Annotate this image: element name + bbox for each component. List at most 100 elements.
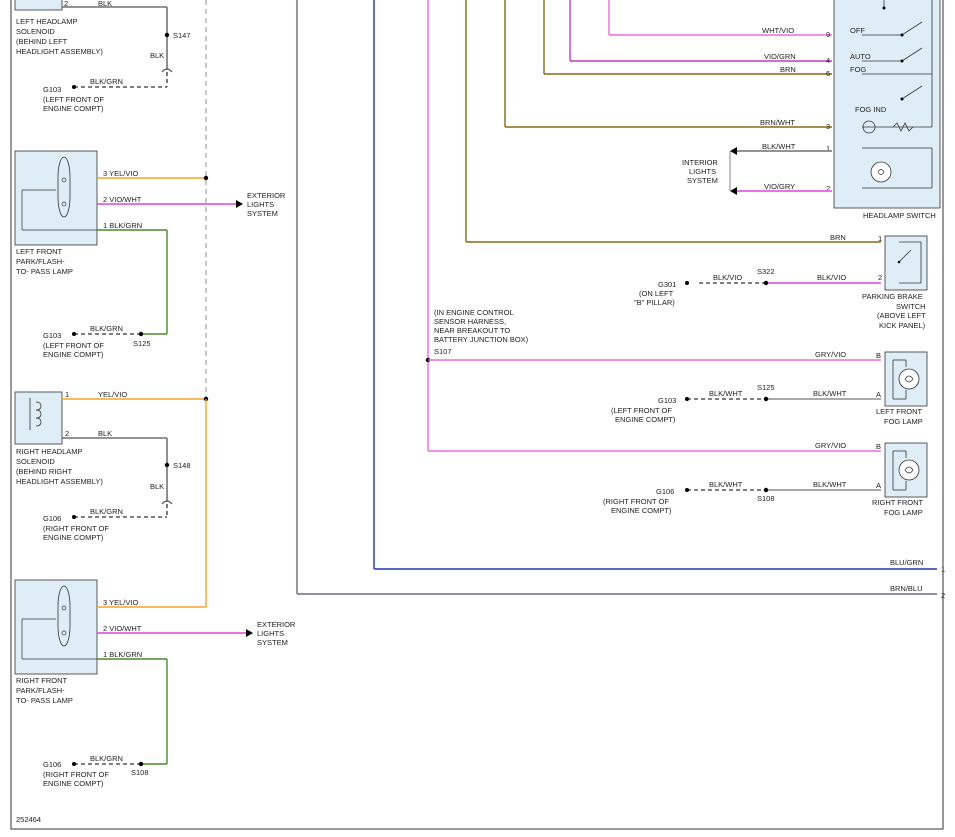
rfp-ext-2: LIGHTS	[257, 629, 284, 638]
pb-wire-left: BLK/VIO	[713, 273, 742, 282]
rhs-ground-loc-2: ENGINE COMPT)	[43, 533, 104, 542]
lff-name-2: FOG LAMP	[884, 417, 923, 426]
rff-ground-wire: BLK/WHT	[709, 480, 743, 489]
lff-ground-wire: BLK/WHT	[709, 389, 743, 398]
hs-name: HEADLAMP SWITCH	[863, 211, 936, 220]
lfp-pin1: 1 BLK/GRN	[103, 221, 142, 230]
bottom-pin-2: 2	[941, 591, 945, 600]
bottom-pin-1: 1	[941, 565, 945, 574]
lfp-pin2: 2 VIO/WHT	[103, 195, 142, 204]
s107-note-3: NEAR BREAKOUT TO	[434, 326, 510, 335]
hs-pin-4: 4	[826, 56, 830, 65]
hs-label-fog: FOG	[850, 65, 866, 74]
hs-wire-wht-vio: WHT/VIO	[762, 26, 794, 35]
interior-lights-1: INTERIOR	[682, 158, 718, 167]
rfp-pin2: 2 VIO/WHT	[103, 624, 142, 633]
lhs-name-1: LEFT HEADLAMP	[16, 17, 78, 26]
s107-note-2: SENSOR HARNESS,	[434, 317, 506, 326]
lfp-name-2: PARK/FLASH-	[16, 257, 65, 266]
rfp-ground-loc-1: (RIGHT FRONT OF	[43, 770, 109, 779]
lff-ground-loc-2: ENGINE COMPT)	[615, 415, 676, 424]
pb-ground-loc-2: "B" PILLAR)	[634, 298, 675, 307]
rff-wire: GRY/VIO	[815, 441, 846, 450]
lhs-pin2: 2	[64, 0, 68, 8]
hs-pin-6: 6	[826, 69, 830, 78]
rhs-name-2: SOLENOID	[16, 457, 55, 466]
rff-name-2: FOG LAMP	[884, 508, 923, 517]
hs-label-off: OFF	[850, 26, 865, 35]
rfp-name-2: PARK/FLASH-	[16, 686, 65, 695]
lfp-splice: S125	[133, 339, 151, 348]
interior-lights-2: LIGHTS	[689, 167, 716, 176]
bottom-wire-1: BLU/GRN	[890, 558, 923, 567]
hs-wire-vio-grn: VIO/GRN	[764, 52, 796, 61]
lfp-ext-1: EXTERIOR	[247, 191, 286, 200]
rhs-wire1: YEL/VIO	[98, 390, 127, 399]
rfp-ground-wire: BLK/GRN	[90, 754, 123, 763]
lff-pinB: B	[876, 351, 881, 360]
lhs-ground-loc-2: ENGINE COMPT)	[43, 104, 104, 113]
bottom-wire-2: BRN/BLU	[890, 584, 923, 593]
lff-ground-loc-1: (LEFT FRONT OF	[611, 406, 672, 415]
lhs-ground-loc-1: (LEFT FRONT OF	[43, 95, 104, 104]
pb-ground: G301	[658, 280, 676, 289]
rhs-splice-wire: BLK	[150, 482, 164, 491]
rfp-name-3: TO- PASS LAMP	[16, 696, 73, 705]
lfp-pin3: 3 YEL/VIO	[103, 169, 138, 178]
rff-ground-loc-2: ENGINE COMPT)	[611, 506, 672, 515]
rhs-name-3: (BEHIND RIGHT	[16, 467, 73, 476]
right-front-fog-lamp: GRY/VIO B A BLK/WHT BLK/WHT S108 G106 (R…	[603, 441, 928, 517]
rfp-splice: S108	[131, 768, 149, 777]
rff-splice: S108	[757, 494, 775, 503]
lfp-ground: G103	[43, 331, 61, 340]
lhs-splice-wire: BLK	[150, 51, 164, 60]
lff-ground: G103	[658, 396, 676, 405]
lfp-name-3: TO- PASS LAMP	[16, 267, 73, 276]
right-headlamp-solenoid: 1 YEL/VIO 2 BLK RIGHT HEADLAMP SOLENOID …	[14, 390, 209, 542]
rhs-name-1: RIGHT HEADLAMP	[16, 447, 83, 456]
s107-note-1: (IN ENGINE CONTROL	[434, 308, 514, 317]
rfp-ground: G106	[43, 760, 61, 769]
rfp-pin3: 3 YEL/VIO	[103, 598, 138, 607]
lhs-wire: BLK	[98, 0, 112, 8]
lfp-ext-3: SYSTEM	[247, 209, 278, 218]
lfp-ground-wire: BLK/GRN	[90, 324, 123, 333]
rff-name-1: RIGHT FRONT	[872, 498, 924, 507]
diagram-border	[10, 0, 944, 830]
lhs-ground: G103	[43, 85, 61, 94]
lhs-name-4: HEADLIGHT ASSEMBLY)	[16, 47, 103, 56]
lhs-name-2: SOLENOID	[16, 27, 55, 36]
lfp-name-1: LEFT FRONT	[16, 247, 63, 256]
lhs-ground-wire: BLK/GRN	[90, 77, 123, 86]
parking-brake-switch: BRN 1 2 BLK/VIO BLK/VIO S322 G301 (ON LE…	[634, 233, 928, 330]
lff-name-1: LEFT FRONT	[876, 407, 923, 416]
hs-wire-brn: BRN	[780, 65, 796, 74]
s107-note-4: BATTERY JUNCTION BOX)	[434, 335, 529, 344]
left-headlamp-solenoid: 2 BLK LEFT HEADLAMP SOLENOID (BEHIND LEF…	[14, 0, 191, 113]
rff-wire-a: BLK/WHT	[813, 480, 847, 489]
left-front-park-lamp: 3 YEL/VIO 2 VIO/WHT 1 BLK/GRN EXTERIOR L…	[14, 150, 286, 359]
hs-label-auto: AUTO	[850, 52, 871, 61]
left-front-fog-lamp: GRY/VIO B A BLK/WHT BLK/WHT S125 G103 (L…	[611, 350, 928, 426]
pb-splice: S322	[757, 267, 775, 276]
hs-label-fog-ind: FOG IND	[855, 105, 887, 114]
lfp-ground-loc-2: ENGINE COMPT)	[43, 350, 104, 359]
rfp-name-1: RIGHT FRONT	[16, 676, 68, 685]
pb-name-4: KICK PANEL)	[879, 321, 926, 330]
rhs-ground-loc-1: (RIGHT FRONT OF	[43, 524, 109, 533]
pb-ground-loc-1: (ON LEFT	[639, 289, 674, 298]
lff-splice: S125	[757, 383, 775, 392]
lhs-splice: S147	[173, 31, 191, 40]
lhs-name-3: (BEHIND LEFT	[16, 37, 68, 46]
lfp-ext-2: LIGHTS	[247, 200, 274, 209]
rfp-ext-3: SYSTEM	[257, 638, 288, 647]
rhs-pin2: 2	[65, 429, 69, 438]
rfp-ext-1: EXTERIOR	[257, 620, 296, 629]
rfp-ground-loc-2: ENGINE COMPT)	[43, 779, 104, 788]
hs-wire-brn-wht: BRN/WHT	[760, 118, 795, 127]
lff-wire-a: BLK/WHT	[813, 389, 847, 398]
pb-wire-right: BLK/VIO	[817, 273, 846, 282]
rfp-pin1: 1 BLK/GRN	[103, 650, 142, 659]
